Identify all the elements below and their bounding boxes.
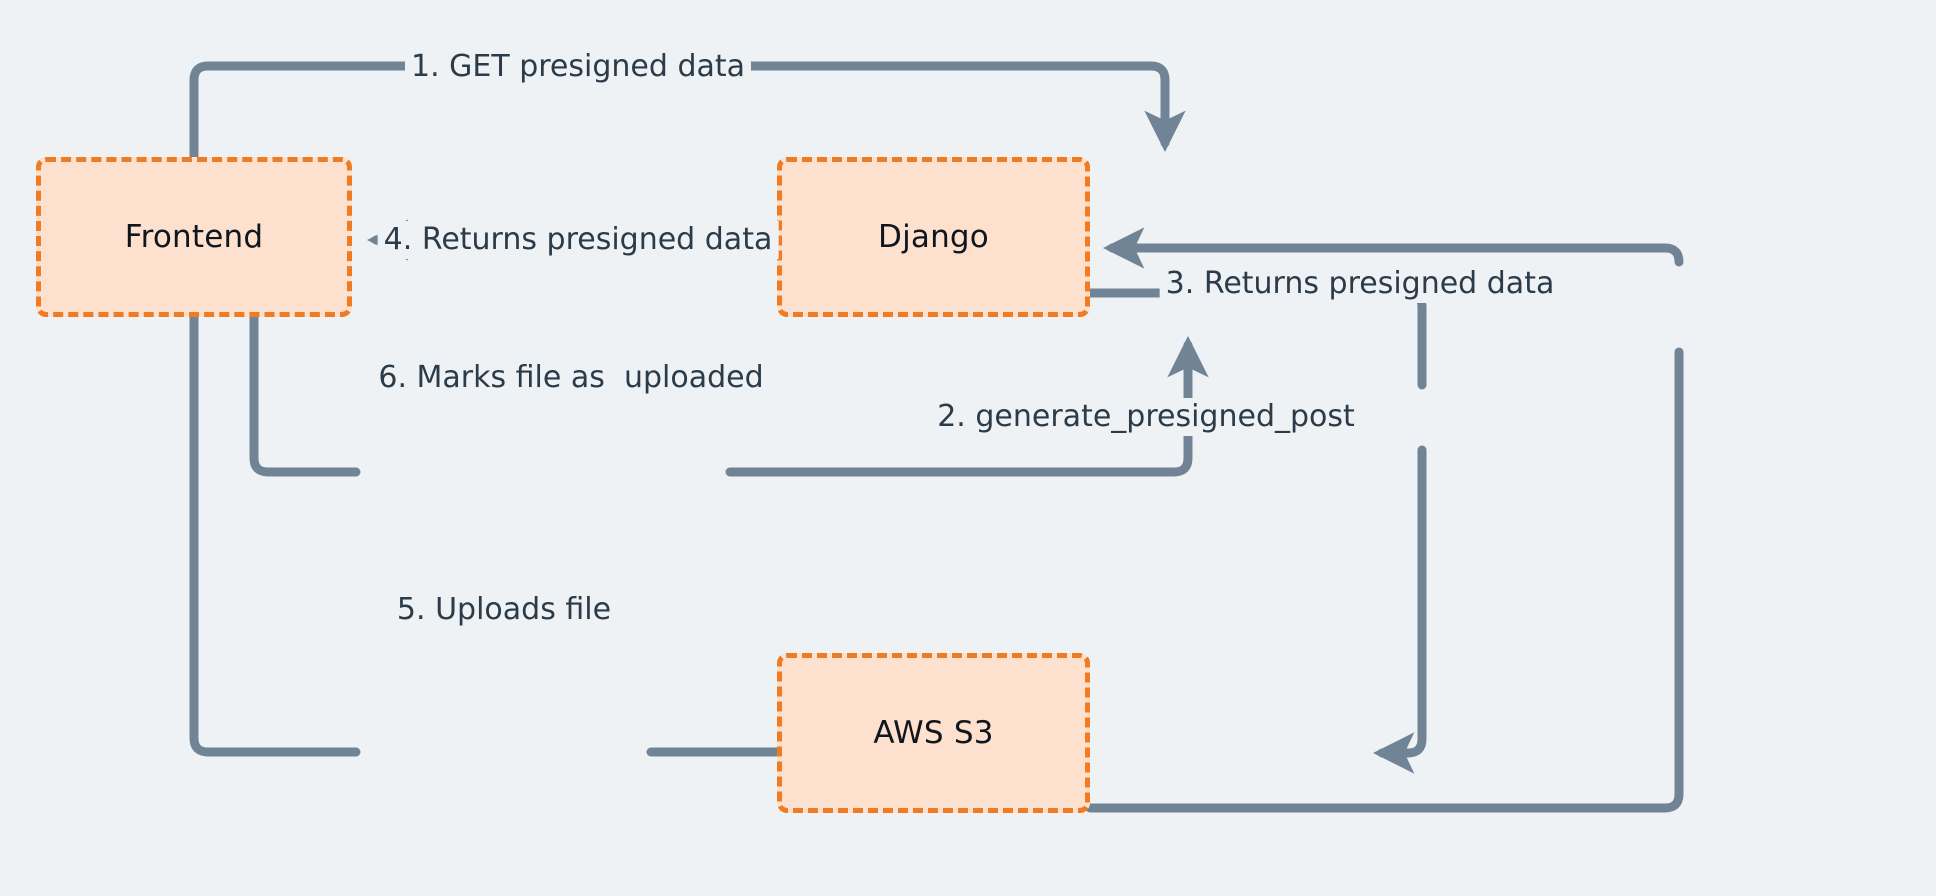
edge-path-1b [725, 61, 1186, 153]
edge-path-3b [1102, 227, 1684, 269]
edge-label-5: 5. Uploads file [390, 591, 618, 629]
node-aws-s3[interactable]: AWS S3 [777, 653, 1090, 813]
edge-path-2 [1085, 288, 1427, 390]
node-frontend[interactable]: Frontend [36, 157, 352, 317]
edge-path-3 [1085, 347, 1684, 813]
edge-path-1 [189, 61, 433, 162]
edge-label-3: 3. Returns presigned data [1159, 265, 1561, 303]
node-aws-s3-label: AWS S3 [873, 715, 994, 751]
edge-path-6b [725, 335, 1209, 477]
edge-label-2: 2. generate_presigned_post [931, 398, 1361, 436]
edge-label-6: 6. Marks file as uploaded [372, 359, 770, 397]
edge-label-1: 1. GET presigned data [404, 48, 752, 86]
edge-path-6 [249, 312, 361, 477]
edge-path-5 [189, 312, 361, 757]
node-django-label: Django [878, 219, 989, 255]
node-frontend-label: Frontend [124, 219, 264, 255]
edge-path-2b [1372, 445, 1427, 774]
node-django[interactable]: Django [777, 157, 1090, 317]
edge-label-4: 4. Returns presigned data [377, 221, 779, 259]
